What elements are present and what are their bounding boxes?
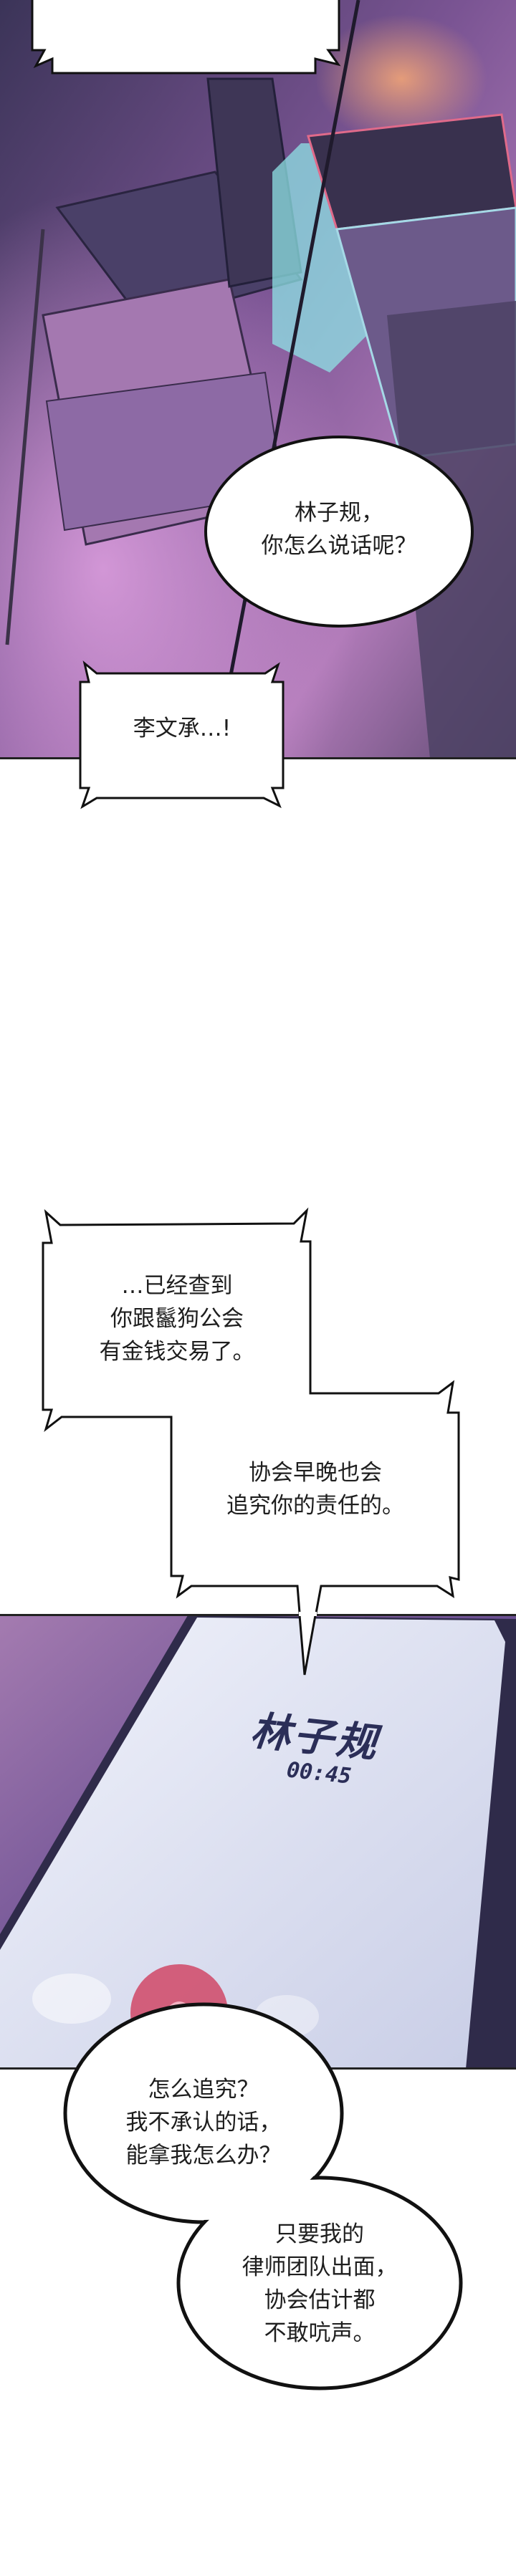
oval-bubble-text: 林子规， 你怎么说话呢？: [262, 496, 417, 562]
panel-2-phone-scene: [0, 1614, 516, 2070]
speech-bubble-shout: [79, 660, 285, 809]
dialogue-line: …已经查到: [121, 1273, 233, 1299]
speech-bubble-oval: [204, 436, 474, 628]
dialogue-line: 只要我的: [275, 2221, 364, 2247]
speech-bubble-round-pair: [63, 2002, 463, 2390]
dialogue-line: 林子规，: [295, 500, 383, 526]
dialogue-line: 协会早晚也会: [249, 1460, 382, 1486]
dialogue-line: 我不承认的话，: [125, 2110, 282, 2135]
panel-1-city-scene: [0, 0, 516, 759]
speech-bubble-top: [31, 0, 341, 75]
speech-bubble-spiky-pair: [42, 1207, 460, 1676]
dialogue-line: 有金钱交易了。: [99, 1339, 255, 1365]
dialogue-line: 协会估计都: [264, 2287, 376, 2313]
dialogue-line: 你怎么说话呢？: [261, 533, 417, 559]
dialogue-line: 你跟鬣狗公会: [110, 1306, 244, 1332]
bubble-a-text: …已经查到 你跟鬣狗公会 有金钱交易了。: [100, 1269, 255, 1368]
bubble-c-text: 怎么追究？ 我不承认的话， 能拿我怎么办？: [126, 2073, 282, 2172]
bubble-d-text: 只要我的 律师团队出面， 协会估计都 不敢吭声。: [242, 2218, 398, 2350]
shout-bubble-text: 李文承…!: [133, 712, 231, 745]
dialogue-line: 律师团队出面，: [242, 2254, 398, 2280]
dialogue-line: 能拿我怎么办？: [125, 2143, 282, 2168]
dialogue-line: 怎么追究？: [148, 2077, 259, 2102]
dialogue-line: 李文承…!: [133, 716, 231, 741]
dialogue-line: 追究你的责任的。: [226, 1493, 404, 1519]
dialogue-line: 不敢吭声。: [264, 2320, 376, 2346]
bubble-b-text: 协会早晚也会 追究你的责任的。: [226, 1456, 404, 1522]
